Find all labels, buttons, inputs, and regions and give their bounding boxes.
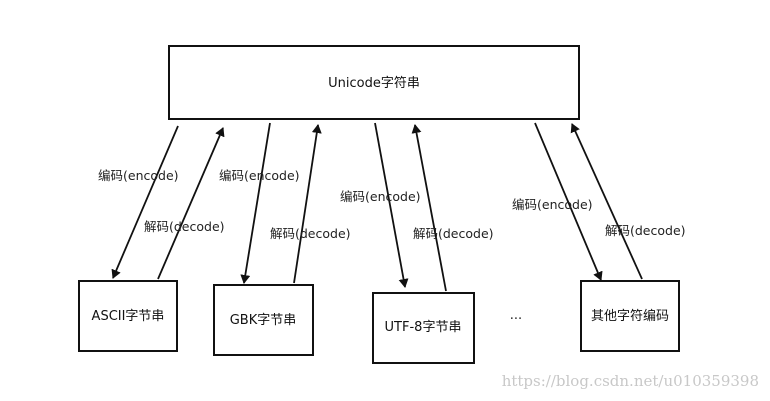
ascii-bytes-label: ASCII字节串 [92,309,165,324]
unicode-string-node: Unicode字符串 [168,45,580,120]
decode-label-gbk: 解码(decode) [270,226,351,241]
other-encoding-node: 其他字符编码 [580,280,680,352]
ascii-bytes-node: ASCII字节串 [78,280,178,352]
gbk-bytes-node: GBK字节串 [213,284,314,356]
encode-label-other: 编码(encode) [512,197,593,212]
encode-label-gbk: 编码(encode) [219,168,300,183]
decode-arrow-utf8 [411,124,447,292]
encode-arrow-utf8 [374,122,409,288]
decode-label-utf8: 解码(decode) [413,226,494,241]
other-encoding-label: 其他字符编码 [591,308,669,324]
decode-arrow-gbk [293,124,322,284]
decode-label-ascii: 解码(decode) [144,219,225,234]
decode-arrow-ascii [157,127,225,280]
gbk-bytes-label: GBK字节串 [230,313,297,328]
encode-label-ascii: 编码(encode) [98,168,179,183]
decode-label-other: 解码(decode) [605,223,686,238]
more-encodings-ellipsis: ... [510,308,522,323]
utf8-bytes-label: UTF-8字节串 [385,320,462,335]
encode-arrow-other [534,122,603,281]
encode-arrow-gbk [240,122,271,284]
encode-arrow-ascii [111,125,179,279]
encode-label-utf8: 编码(encode) [340,189,421,204]
watermark-text: https://blog.csdn.net/u010359398 [502,372,759,390]
decode-arrow-other [570,123,643,280]
utf8-bytes-node: UTF-8字节串 [372,292,475,364]
unicode-string-label: Unicode字符串 [328,75,420,91]
